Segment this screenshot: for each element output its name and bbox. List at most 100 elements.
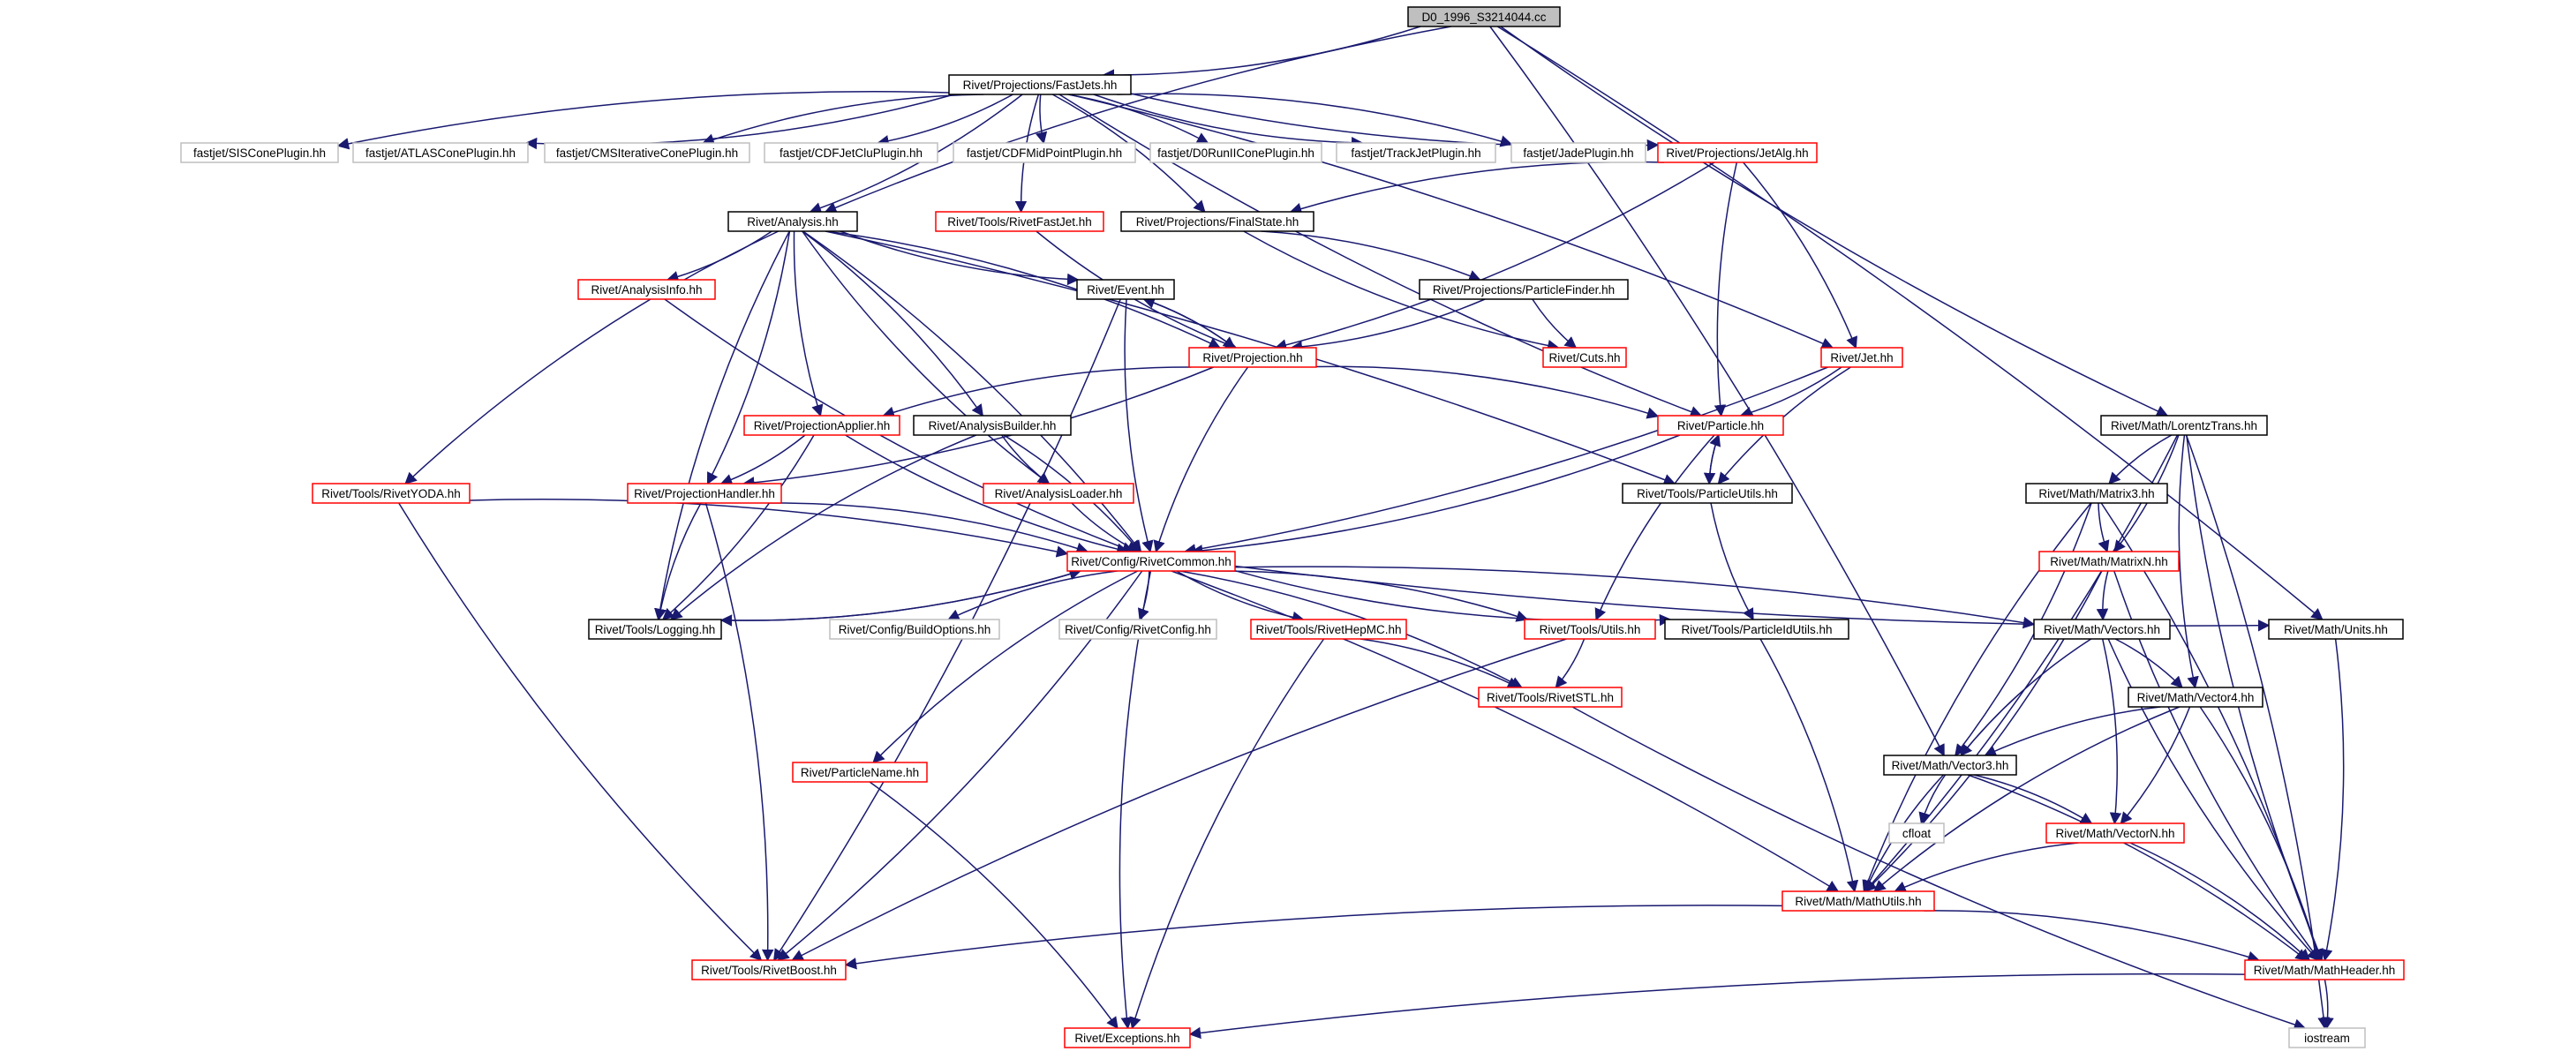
node-rivetstl[interactable]: Rivet/Tools/RivetSTL.hh	[1478, 687, 1623, 708]
edge-finalstate-to-particlefinder	[1261, 230, 1481, 282]
node-vectorn[interactable]: Rivet/Math/VectorN.hh	[2045, 822, 2185, 844]
edge-analysisbuilder-to-analysisloader	[1001, 434, 1051, 484]
node-box-matrixn	[2038, 551, 2180, 572]
edge-analysis-to-projhandler	[706, 230, 791, 485]
node-buildoptions[interactable]: Rivet/Config/BuildOptions.hh	[829, 619, 1000, 640]
edge-utils-to-rivetboost	[791, 638, 1567, 961]
edge-vectors-to-vector3	[1960, 638, 2092, 757]
node-cuts[interactable]: Rivet/Cuts.hh	[1542, 347, 1627, 368]
node-d0run[interactable]: fastjet/D0RunIIConePlugin.hh	[1149, 142, 1322, 163]
node-event[interactable]: Rivet/Event.hh	[1076, 279, 1175, 300]
node-analysisinfo[interactable]: Rivet/AnalysisInfo.hh	[577, 279, 716, 300]
node-exceptions[interactable]: Rivet/Exceptions.hh	[1064, 1027, 1191, 1048]
node-logging[interactable]: Rivet/Tools/Logging.hh	[588, 619, 722, 640]
node-sis[interactable]: fastjet/SISConePlugin.hh	[180, 142, 339, 163]
node-label-rivetyoda: Rivet/Tools/RivetYODA.hh	[321, 487, 461, 500]
node-label-particle: Rivet/Particle.hh	[1677, 419, 1764, 432]
node-units[interactable]: Rivet/Math/Units.hh	[2268, 619, 2404, 640]
node-analysisloader[interactable]: Rivet/AnalysisLoader.hh	[983, 483, 1134, 504]
node-mathutils[interactable]: Rivet/Math/MathUtils.hh	[1781, 890, 1935, 912]
node-box-jetalg	[1657, 142, 1818, 163]
node-particlefinder[interactable]: Rivet/Projections/ParticleFinder.hh	[1419, 279, 1629, 300]
node-iostream[interactable]: iostream	[2288, 1027, 2366, 1048]
edge-rivetcommon-to-particleidutils	[1234, 569, 1672, 627]
node-particlename[interactable]: Rivet/ParticleName.hh	[792, 762, 928, 783]
node-root[interactable]: D0_1996_S3214044.cc	[1407, 6, 1561, 27]
node-box-matrix3	[2025, 483, 2168, 504]
edge-analysisloader-to-rivetcommon	[1071, 502, 1140, 552]
node-label-particleutils: Rivet/Tools/ParticleUtils.hh	[1637, 487, 1778, 500]
node-cdfclu[interactable]: fastjet/CDFJetCluPlugin.hh	[764, 142, 938, 163]
node-particle[interactable]: Rivet/Particle.hh	[1657, 415, 1784, 436]
edge-vector4-to-mathutils	[1873, 706, 2181, 892]
node-rivetyoda[interactable]: Rivet/Tools/RivetYODA.hh	[312, 483, 471, 504]
node-label-sis: fastjet/SISConePlugin.hh	[193, 146, 326, 160]
node-label-cuts: Rivet/Cuts.hh	[1548, 351, 1620, 364]
node-matrix3[interactable]: Rivet/Math/Matrix3.hh	[2025, 483, 2168, 504]
node-box-event	[1076, 279, 1175, 300]
edge-jet-to-rivetcommon	[1184, 366, 1828, 556]
node-cmsit[interactable]: fastjet/CMSIterativeConePlugin.hh	[544, 142, 750, 163]
node-utils[interactable]: Rivet/Tools/Utils.hh	[1524, 619, 1656, 640]
node-box-cmsit	[544, 142, 750, 163]
node-rivetcommon[interactable]: Rivet/Config/RivetCommon.hh	[1066, 551, 1236, 572]
node-label-vector4: Rivet/Math/Vector4.hh	[2137, 691, 2255, 704]
node-label-exceptions: Rivet/Exceptions.hh	[1074, 1032, 1179, 1045]
node-jade[interactable]: fastjet/JadePlugin.hh	[1510, 142, 1646, 163]
edge-fastjets-to-atlas	[524, 94, 955, 150]
node-rivetconfig[interactable]: Rivet/Config/RivetConfig.hh	[1058, 619, 1217, 640]
node-analysis[interactable]: Rivet/Analysis.hh	[727, 211, 858, 232]
edge-projapplier-to-logging	[661, 434, 815, 620]
node-projection[interactable]: Rivet/Projection.hh	[1188, 347, 1317, 368]
node-box-cdfclu	[764, 142, 938, 163]
node-label-logging: Rivet/Tools/Logging.hh	[595, 623, 716, 636]
node-label-lorentz: Rivet/Math/LorentzTrans.hh	[2111, 419, 2257, 432]
node-vectors[interactable]: Rivet/Math/Vectors.hh	[2033, 619, 2171, 640]
edge-fastjets-to-cmsit	[702, 94, 984, 146]
node-matrixn[interactable]: Rivet/Math/MatrixN.hh	[2038, 551, 2180, 572]
node-label-utils: Rivet/Tools/Utils.hh	[1540, 623, 1641, 636]
node-cfloat[interactable]: cfloat	[1888, 822, 1945, 844]
node-rivetboost[interactable]: Rivet/Tools/RivetBoost.hh	[691, 959, 847, 980]
edge-particleidutils-to-mathutils	[1759, 638, 1859, 893]
node-trackjet[interactable]: fastjet/TrackJetPlugin.hh	[1336, 142, 1496, 163]
node-box-particlename	[792, 762, 928, 783]
node-particleutils[interactable]: Rivet/Tools/ParticleUtils.hh	[1622, 483, 1793, 504]
node-fastjets[interactable]: Rivet/Projections/FastJets.hh	[948, 74, 1132, 95]
node-label-vector3: Rivet/Math/Vector3.hh	[1892, 759, 2009, 772]
edge-fastjets-to-cdfmid	[1036, 94, 1048, 145]
node-projhandler[interactable]: Rivet/ProjectionHandler.hh	[627, 483, 782, 504]
node-atlas[interactable]: fastjet/ATLASConePlugin.hh	[352, 142, 529, 163]
node-vector3[interactable]: Rivet/Math/Vector3.hh	[1883, 755, 2017, 776]
node-box-atlas	[352, 142, 529, 163]
node-box-trackjet	[1336, 142, 1496, 163]
node-projapplier[interactable]: Rivet/ProjectionApplier.hh	[743, 415, 900, 436]
node-jet[interactable]: Rivet/Jet.hh	[1820, 347, 1903, 368]
node-analysisbuilder[interactable]: Rivet/AnalysisBuilder.hh	[913, 415, 1072, 436]
edge-projection-to-rivetcommon	[1153, 366, 1249, 553]
node-label-root: D0_1996_S3214044.cc	[1421, 11, 1546, 24]
node-label-rivetboost: Rivet/Tools/RivetBoost.hh	[701, 964, 837, 977]
edge-rivethepmc-to-rivetstl	[1360, 638, 1520, 688]
node-label-event: Rivet/Event.hh	[1087, 283, 1164, 297]
edge-vector3-to-cfloat	[1918, 774, 1947, 825]
edge-layer	[336, 26, 2345, 1040]
node-rivetfastjet[interactable]: Rivet/Tools/RivetFastJet.hh	[935, 211, 1104, 232]
node-finalstate[interactable]: Rivet/Projections/FinalState.hh	[1120, 211, 1314, 232]
edge-rivethepmc-to-exceptions	[1129, 638, 1325, 1030]
node-label-rivethepmc: Rivet/Tools/RivetHepMC.hh	[1255, 623, 1401, 636]
node-rivethepmc[interactable]: Rivet/Tools/RivetHepMC.hh	[1250, 619, 1407, 640]
node-lorentz[interactable]: Rivet/Math/LorentzTrans.hh	[2100, 415, 2268, 436]
edge-analysis-to-logging	[654, 230, 790, 621]
node-jetalg[interactable]: Rivet/Projections/JetAlg.hh	[1657, 142, 1818, 163]
edge-analysisbuilder-to-logging	[670, 434, 977, 620]
node-particleidutils[interactable]: Rivet/Tools/ParticleIdUtils.hh	[1664, 619, 1849, 640]
node-vector4[interactable]: Rivet/Math/Vector4.hh	[2128, 687, 2263, 708]
node-box-mathutils	[1781, 890, 1935, 912]
node-label-projapplier: Rivet/ProjectionApplier.hh	[754, 419, 891, 432]
node-mathheader[interactable]: Rivet/Math/MathHeader.hh	[2244, 959, 2405, 980]
node-box-vectorn	[2045, 822, 2185, 844]
edge-particleutils-to-particle	[1708, 433, 1721, 484]
node-label-particleidutils: Rivet/Tools/ParticleIdUtils.hh	[1681, 623, 1832, 636]
node-cdfmid[interactable]: fastjet/CDFMidPointPlugin.hh	[953, 142, 1136, 163]
